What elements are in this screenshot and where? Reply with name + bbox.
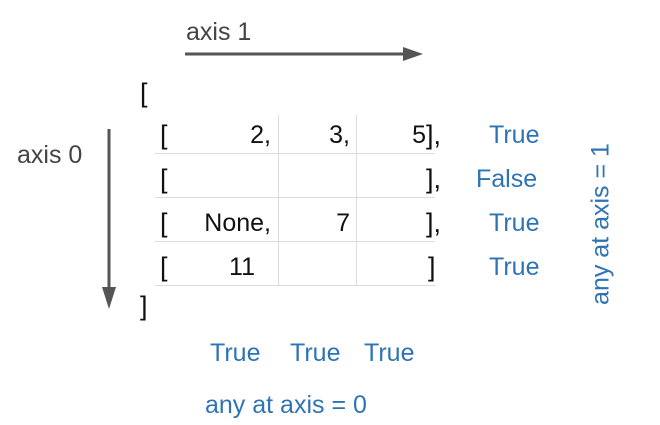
row-close-bracket: ] — [428, 252, 436, 282]
outer-open-bracket: [ — [140, 78, 148, 108]
row-result: True — [489, 209, 540, 237]
column-result: True — [210, 339, 261, 367]
axis-0-arrow — [102, 129, 116, 309]
row-open-bracket: [ — [160, 120, 168, 150]
axis-1-caption: any at axis = 1 — [586, 143, 615, 305]
outer-close-bracket: ] — [140, 291, 148, 321]
grid-line — [356, 115, 357, 285]
grid-line — [155, 197, 435, 198]
array-cell: 2, — [250, 121, 271, 149]
grid-line — [155, 285, 435, 286]
row-result: False — [476, 165, 538, 193]
column-result: True — [364, 339, 415, 367]
row-close-bracket: ], — [426, 120, 442, 150]
array-cell: None, — [204, 209, 271, 237]
row-open-bracket: [ — [160, 208, 168, 238]
array-cell: 5 — [412, 121, 426, 149]
row-result: True — [489, 121, 540, 149]
array-cell: 7 — [336, 209, 350, 237]
array-cell: 11 — [229, 253, 255, 281]
row-close-bracket: ], — [426, 164, 442, 194]
axis-0-caption: any at axis = 0 — [205, 391, 367, 419]
axis-1-arrow — [185, 47, 423, 61]
row-result: True — [489, 253, 540, 281]
row-open-bracket: [ — [160, 164, 168, 194]
column-result: True — [290, 339, 341, 367]
grid-line — [155, 241, 435, 242]
axis-0-label: axis 0 — [17, 141, 83, 169]
row-open-bracket: [ — [160, 252, 168, 282]
grid-line — [155, 153, 435, 154]
row-close-bracket: ], — [426, 208, 442, 238]
grid-line — [278, 115, 279, 285]
array-cell: 3, — [329, 121, 350, 149]
axis-1-label: axis 1 — [186, 18, 252, 46]
